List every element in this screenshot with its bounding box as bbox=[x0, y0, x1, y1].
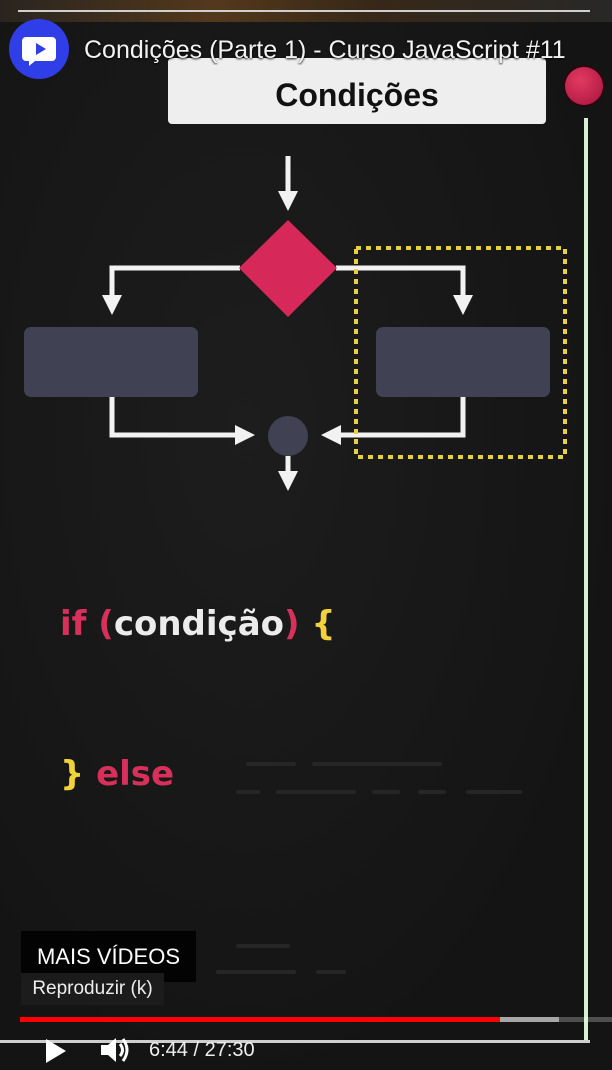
time-total: 27:30 bbox=[204, 1039, 255, 1061]
decision-diamond bbox=[239, 220, 337, 317]
code-if-line: if (condição) { bbox=[60, 604, 336, 644]
video-title[interactable]: Condições (Parte 1) - Curso JavaScript #… bbox=[84, 36, 566, 64]
faded-code bbox=[466, 790, 522, 794]
faded-code bbox=[316, 970, 346, 974]
arrow-right-to-merge bbox=[321, 397, 466, 445]
time-separator: / bbox=[187, 1039, 205, 1061]
arrow-left-to-merge bbox=[109, 397, 255, 445]
arrow-to-right-branch bbox=[336, 265, 473, 315]
channel-logo[interactable] bbox=[9, 19, 69, 79]
code-if-keyword: if bbox=[60, 604, 87, 644]
time-current: 6:44 bbox=[149, 1039, 188, 1061]
merge-node bbox=[268, 416, 308, 456]
true-branch-box bbox=[24, 327, 198, 397]
faded-code bbox=[372, 790, 400, 794]
play-button[interactable] bbox=[40, 1036, 70, 1066]
record-dot-icon bbox=[565, 67, 603, 105]
highlight-frame bbox=[354, 246, 567, 459]
frame-border-right bbox=[584, 118, 588, 1042]
code-close-paren: ) bbox=[284, 604, 300, 644]
code-else-keyword: else bbox=[96, 754, 175, 794]
play-tooltip: Reproduzir (k) bbox=[21, 973, 164, 1005]
play-icon bbox=[46, 1039, 66, 1063]
faded-code bbox=[418, 790, 446, 794]
false-branch-box bbox=[376, 327, 550, 397]
code-close-brace: } bbox=[60, 754, 85, 794]
faded-code bbox=[236, 790, 260, 794]
faded-code bbox=[312, 762, 442, 766]
volume-button[interactable] bbox=[98, 1033, 132, 1067]
frame-border-bottom bbox=[0, 1040, 590, 1043]
code-condition: condição bbox=[113, 604, 285, 644]
slide-heading: Condições bbox=[168, 58, 546, 124]
time-display: 6:44 / 27:30 bbox=[149, 1039, 255, 1062]
code-open-brace: { bbox=[311, 604, 336, 644]
arrow-to-left-branch bbox=[102, 265, 240, 315]
faded-code bbox=[246, 762, 296, 766]
code-else-line: } else bbox=[60, 754, 174, 794]
faded-code bbox=[216, 970, 296, 974]
play-bubble-icon bbox=[22, 37, 56, 66]
volume-icon bbox=[101, 1038, 129, 1062]
progress-played bbox=[20, 1017, 500, 1022]
code-open-paren: ( bbox=[98, 604, 114, 644]
progress-bar[interactable] bbox=[20, 1017, 612, 1022]
frame-border-top bbox=[18, 10, 590, 12]
faded-code bbox=[236, 944, 290, 948]
flowchart bbox=[24, 156, 567, 491]
faded-code bbox=[276, 790, 356, 794]
